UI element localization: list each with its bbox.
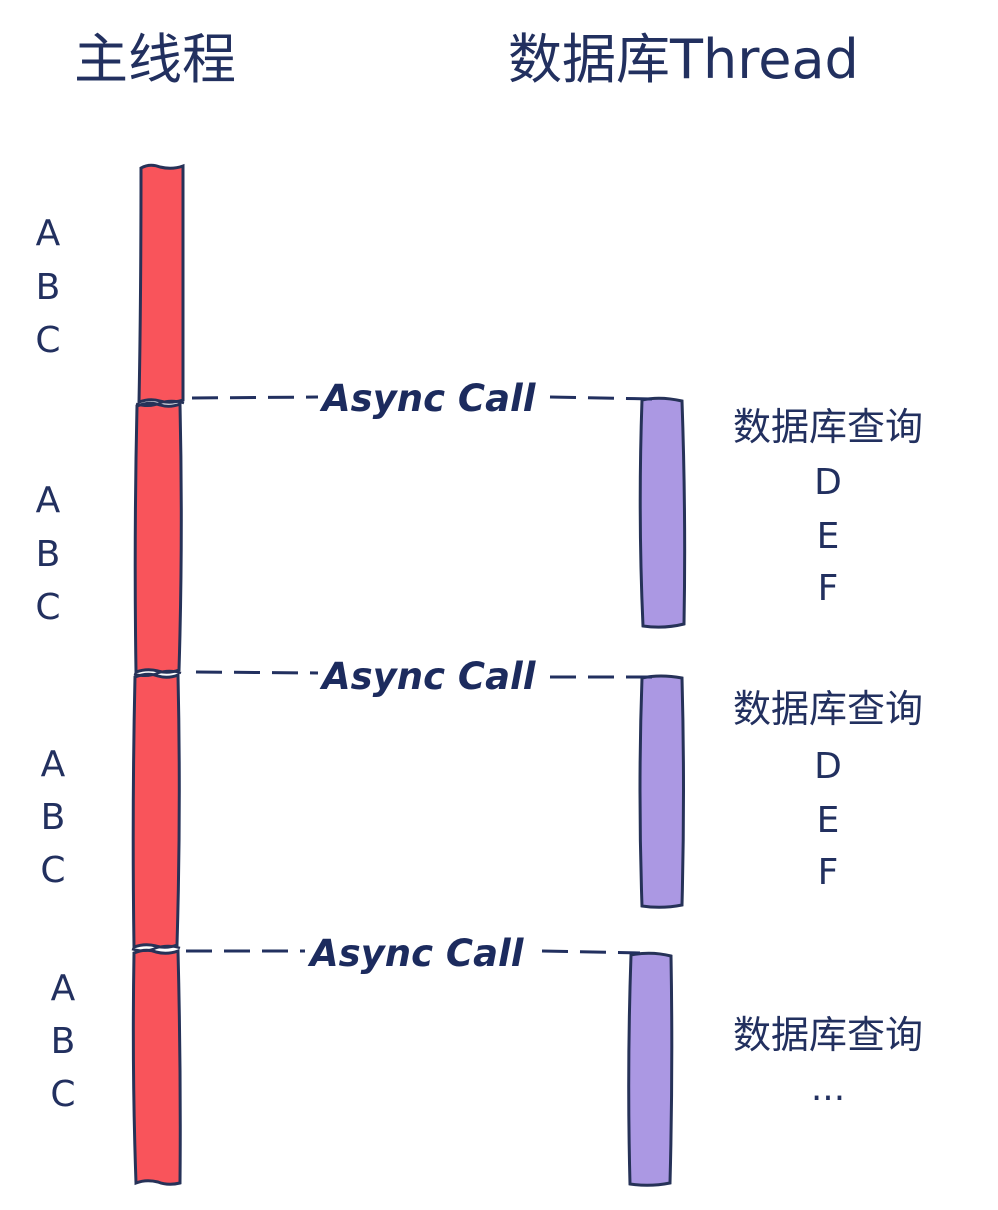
db-query-annotations: 数据库查询 D E F 数据库查询 D E F 数据库查询 ... [733,405,923,1109]
main-thread-segment-4 [131,948,182,1186]
async-call-label-2: Async Call [319,655,537,698]
async-call-label-3: Async Call [307,932,525,975]
main-thread-segment-3 [131,672,181,950]
main-thread-segment-2 [133,401,183,675]
main-thread-joint-3 [131,944,181,952]
async-connector-1-left [191,395,319,400]
main-step-label: A [51,968,76,1009]
main-step-label: B [36,267,61,308]
db-thread-segment-3 [627,951,674,1187]
db-query-item: ... [811,1068,845,1109]
async-call-label-1: Async Call [319,377,537,420]
db-query-item: E [817,516,840,557]
main-step-label: B [41,797,66,838]
main-step-label: B [36,534,61,575]
db-thread-segment-1 [638,396,687,629]
db-query-label: 数据库查询 [733,405,923,449]
main-thread-bar [131,163,185,1186]
db-thread-segment-2 [638,674,685,909]
main-step-label: A [36,213,61,254]
async-connector-3-right [541,949,641,955]
main-step-label: C [35,587,60,628]
db-thread-header: 数据库Thread [508,28,859,91]
async-connector-2-left [195,670,319,675]
db-query-item: F [818,852,839,893]
async-connectors [186,395,656,955]
db-thread-bar [627,396,687,1187]
main-step-label: C [50,1074,75,1115]
main-step-label: C [35,320,60,361]
db-query-label: 数据库查询 [733,1013,923,1057]
async-connector-1-right [549,395,656,401]
main-thread-joint-1 [135,399,185,407]
db-query-item: D [814,746,842,787]
main-thread-segment-1 [137,163,185,405]
main-thread-steps: A B C A B C A B C A B C [35,213,75,1115]
db-query-item: E [817,800,840,841]
db-query-label: 数据库查询 [733,687,923,731]
main-thread-joint-2 [133,669,182,677]
main-step-label: B [51,1021,76,1062]
db-query-item: D [814,462,842,503]
main-step-label: A [41,744,66,785]
main-step-label: A [36,480,61,521]
main-step-label: C [40,850,65,891]
main-thread-header: 主线程 [74,28,236,91]
db-query-item: F [818,568,839,609]
